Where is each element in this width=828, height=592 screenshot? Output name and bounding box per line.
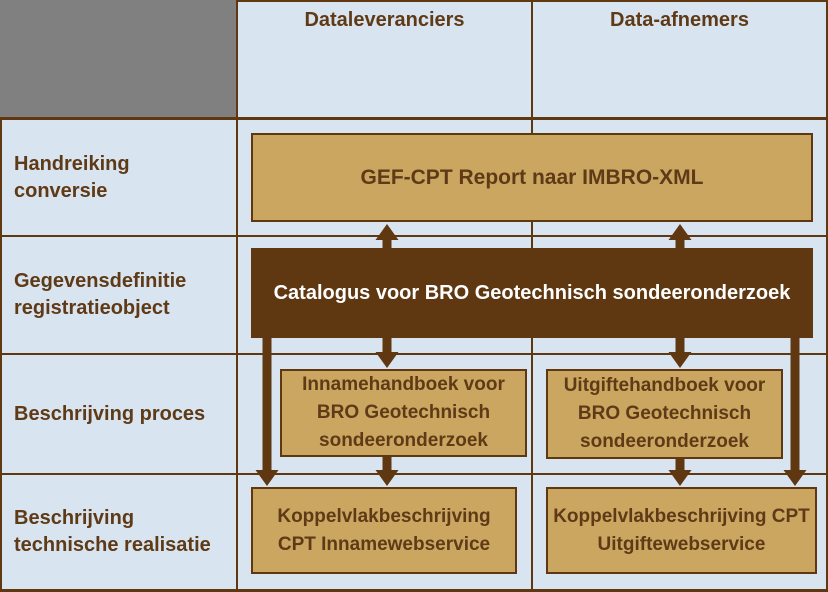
arrow-down-uitgiftehandboek-to-koppelvlak-uitgifte <box>668 455 692 486</box>
corner-cell <box>0 0 236 117</box>
box-koppelvlak-inname: Koppelvlakbeschrijving CPT Innamewebserv… <box>251 487 517 574</box>
grid-line-row-4 <box>0 473 828 475</box>
box-uitgiftehandboek-label: Uitgiftehandboek voor BRO Geotechnisch s… <box>563 375 766 452</box>
arrow-down-catalogus-to-koppelvlak-inname-long <box>255 336 279 486</box>
grid-line-row-2 <box>0 235 828 237</box>
box-koppelvlak-uitgifte: Koppelvlakbeschrijving CPT Uitgiftewebse… <box>546 487 817 574</box>
arrow-down-catalogus-to-innamehandboek <box>375 336 399 368</box>
grid-line-bottom <box>0 589 828 592</box>
box-gef-cpt-report: GEF-CPT Report naar IMBRO-XML <box>251 133 813 222</box>
column-header-dataleveranciers: Dataleveranciers <box>238 0 531 117</box>
box-innamehandboek-label: Innamehandboek voor BRO Geotechnisch son… <box>302 374 505 451</box>
box-gef-cpt-report-label: GEF-CPT Report naar IMBRO-XML <box>360 165 704 189</box>
box-catalogus-label: Catalogus voor BRO Geotechnisch sondeero… <box>273 281 791 304</box>
row-label-handreiking-conversie-text: Handreiking conversie <box>14 152 130 202</box>
grid-line-row-3 <box>0 353 828 355</box>
row-label-gegevensdefinitie-registratieobject: Gegevensdefinitie registratieobject <box>2 237 234 353</box>
row-label-beschrijving-proces: Beschrijving proces <box>2 355 234 473</box>
column-header-data-afnemers-label: Data-afnemers <box>610 9 749 31</box>
box-koppelvlak-inname-label: Koppelvlakbeschrijving CPT Innamewebserv… <box>277 505 491 555</box>
column-header-dataleveranciers-label: Dataleveranciers <box>304 9 465 31</box>
box-koppelvlak-uitgifte-label: Koppelvlakbeschrijving CPT Uitgiftewebse… <box>553 505 810 555</box>
grid-line-right <box>826 0 828 592</box>
box-innamehandboek: Innamehandboek voor BRO Geotechnisch son… <box>280 369 527 457</box>
row-label-beschrijving-technische-realisatie: Beschrijving technische realisatie <box>2 475 234 589</box>
column-header-data-afnemers: Data-afnemers <box>533 0 826 117</box>
grid-line-left <box>0 117 2 592</box>
grid-line-label-column <box>236 0 238 592</box>
box-catalogus: Catalogus voor BRO Geotechnisch sondeero… <box>251 248 813 338</box>
row-label-beschrijving-technische-realisatie-text: Beschrijving technische realisatie <box>14 507 211 556</box>
box-uitgiftehandboek: Uitgiftehandboek voor BRO Geotechnisch s… <box>546 369 783 459</box>
row-label-gegevensdefinitie-registratieobject-text: Gegevensdefinitie registratieobject <box>14 270 187 319</box>
arrow-up-catalogus-to-gefcpt-left <box>375 224 399 250</box>
grid-line-row-1 <box>0 117 828 120</box>
arrow-down-innamehandboek-to-koppelvlak-inname <box>375 455 399 486</box>
row-label-beschrijving-proces-text: Beschrijving proces <box>14 402 206 425</box>
arrow-up-catalogus-to-gefcpt-right <box>668 224 692 250</box>
arrow-down-catalogus-to-koppelvlak-uitgifte-long <box>783 336 807 486</box>
row-label-handreiking-conversie: Handreiking conversie <box>2 120 234 235</box>
arrow-down-catalogus-to-uitgiftehandboek <box>668 336 692 368</box>
